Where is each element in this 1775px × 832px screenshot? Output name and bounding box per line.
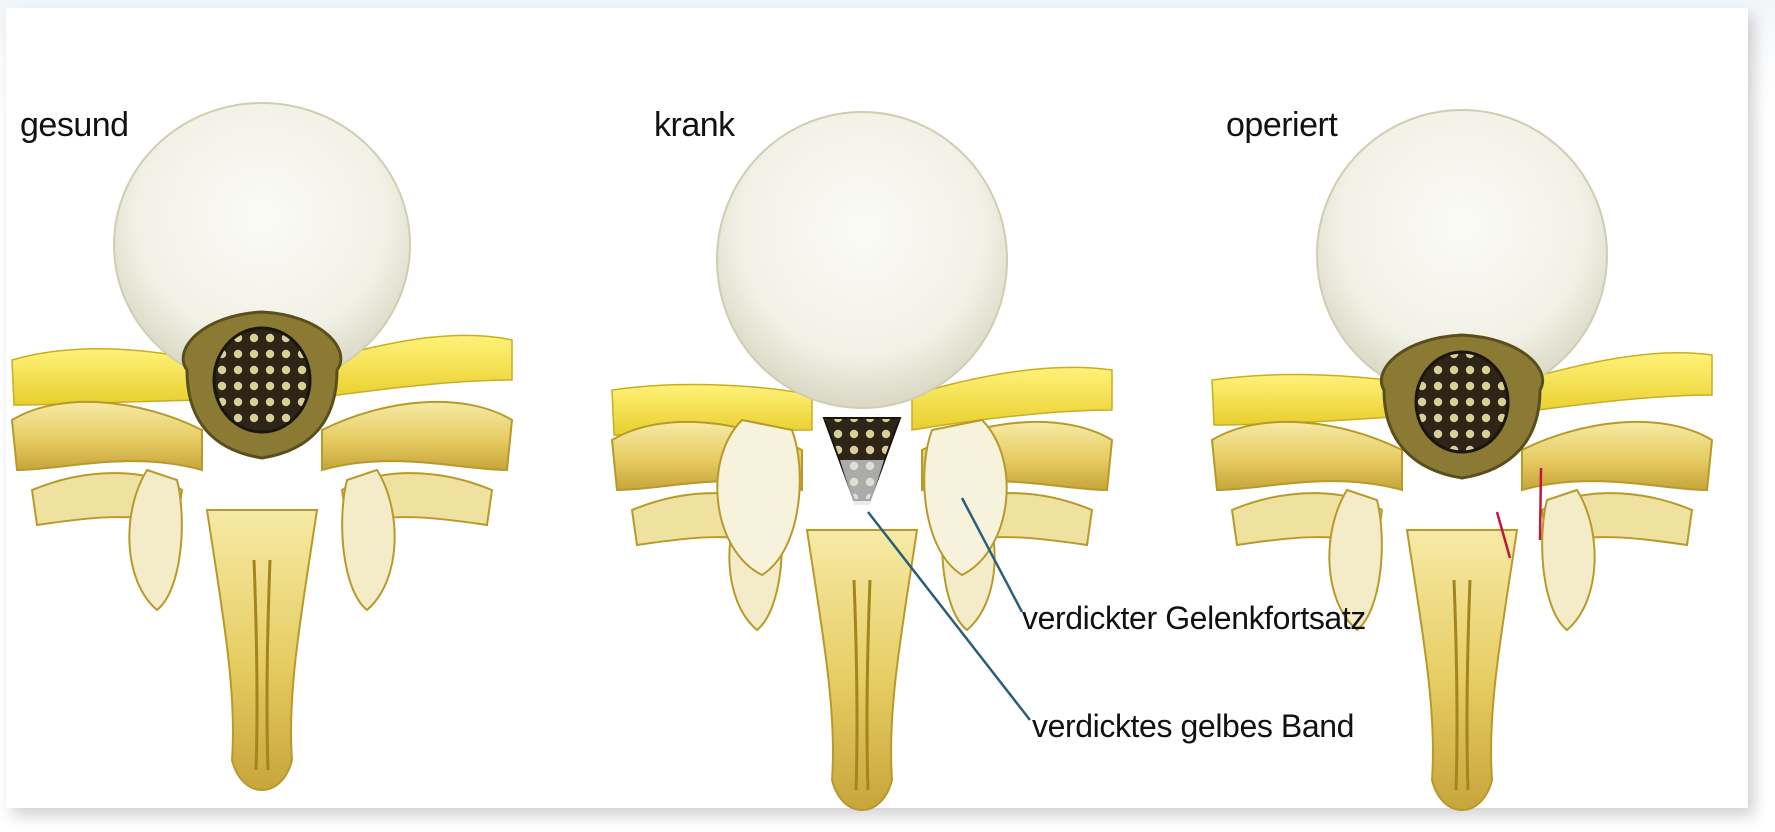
vertebra-operated: [1212, 110, 1712, 810]
label-diseased: krank: [654, 106, 735, 145]
incision-line-right: [1540, 468, 1541, 540]
callout-thickened-facet: verdickter Gelenkfortsatz: [1022, 600, 1366, 637]
vertebra-diseased: [612, 112, 1112, 810]
callout-thickened-ligament: verdicktes gelbes Band: [1032, 708, 1354, 745]
label-operated: operiert: [1226, 106, 1337, 145]
vertebra-healthy: [12, 103, 512, 790]
label-healthy: gesund: [20, 106, 129, 145]
